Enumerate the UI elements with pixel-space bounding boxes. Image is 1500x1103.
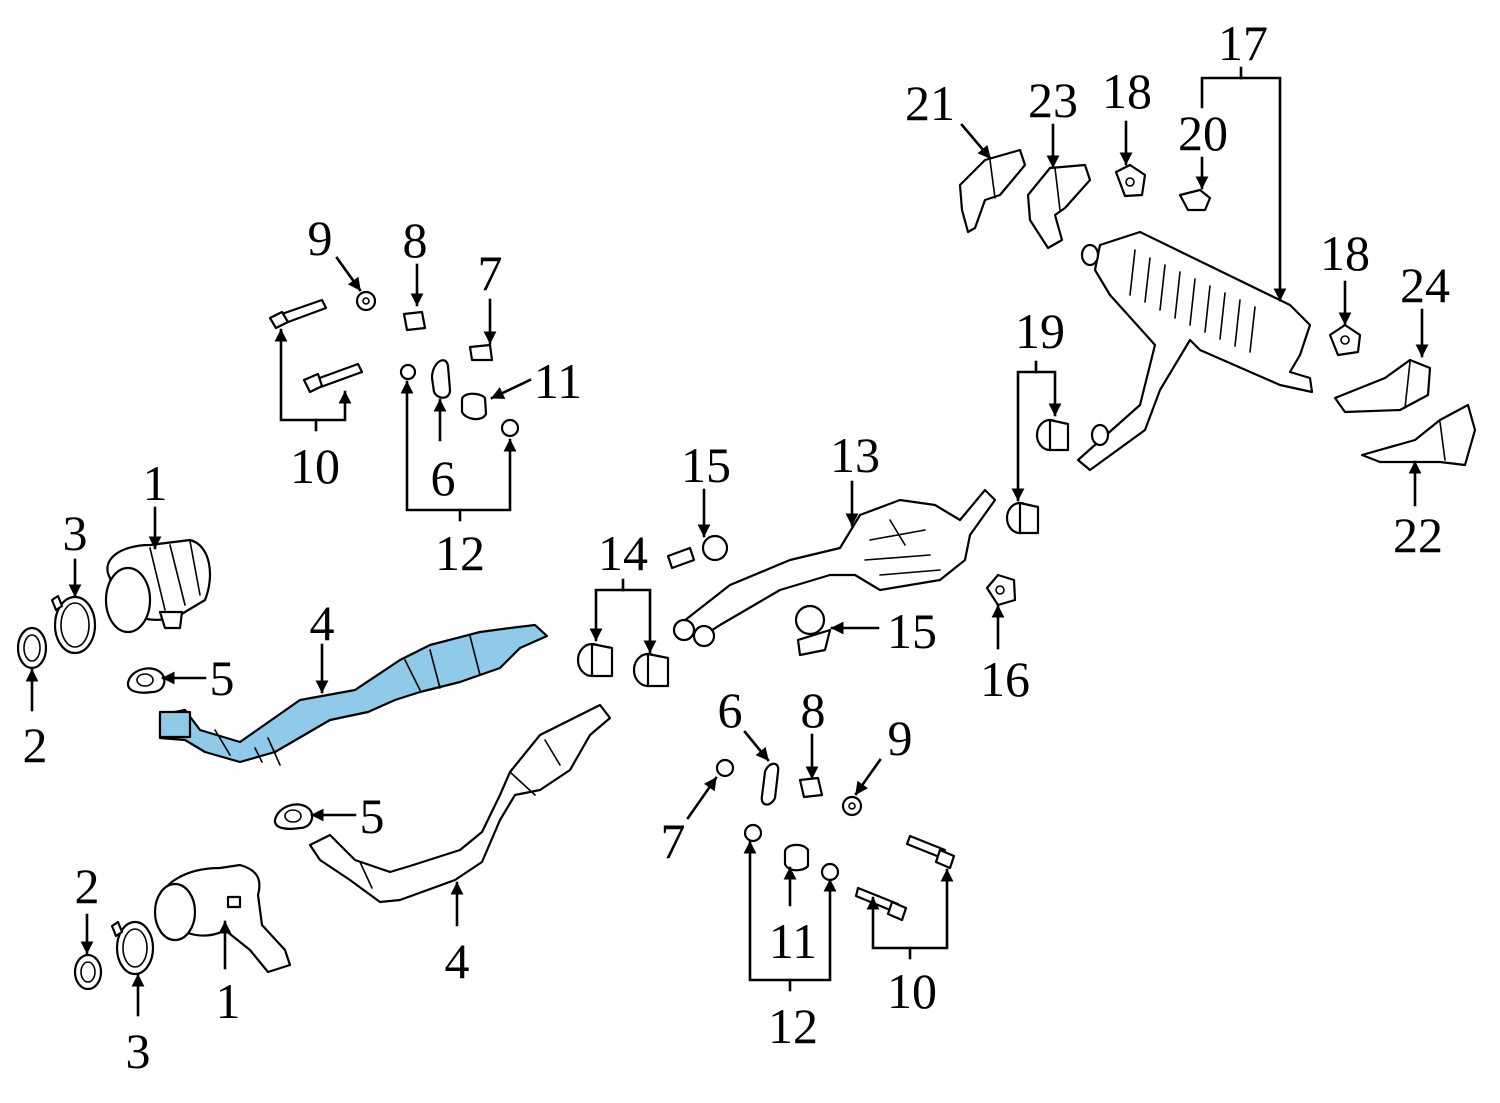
callout-15-upper: 15: [681, 437, 731, 493]
callout-9-lower: 9: [888, 710, 913, 766]
bracket-16[interactable]: [985, 573, 1017, 607]
hardware-upper[interactable]: [268, 290, 520, 438]
callout-13: 13: [830, 427, 880, 483]
front-pipe-lower[interactable]: [308, 703, 612, 904]
callout-12-upper: 12: [435, 525, 485, 581]
callout-11-lower: 11: [769, 913, 817, 969]
callout-9-upper: 9: [308, 210, 333, 266]
rear-muffler[interactable]: [1076, 230, 1314, 472]
callout-8-upper: 8: [403, 212, 428, 268]
callout-10-lower: 10: [887, 963, 937, 1019]
callout-2-lower: 2: [75, 858, 100, 914]
front-pipe-body: [158, 623, 549, 764]
callout-18-right: 18: [1320, 225, 1370, 281]
callout-16: 16: [980, 651, 1030, 707]
callout-12-lower: 12: [768, 998, 818, 1054]
callout-4-lower: 4: [445, 933, 470, 989]
callout-24: 24: [1400, 257, 1450, 313]
callout-6-upper: 6: [431, 450, 456, 506]
callout-22: 22: [1393, 507, 1443, 563]
callout-3-lower: 3: [126, 1023, 151, 1079]
gasket-ring-upper[interactable]: [16, 626, 48, 670]
callout-3-upper: 3: [63, 505, 88, 561]
tailpipe-tip-21[interactable]: [958, 148, 1027, 234]
callout-5-lower: 5: [360, 788, 385, 844]
callout-1-upper: 1: [143, 455, 168, 511]
clamp-pair[interactable]: [576, 642, 670, 688]
callout-18-upper: 18: [1102, 63, 1152, 119]
hanger-bracket-18a[interactable]: [1114, 163, 1147, 198]
callout-labels: 1 1 2 2 3 3 4 4 5 5 6 6 7 7 8 8 9 9 10 1…: [23, 15, 1451, 1079]
leader-lines: [25, 66, 1429, 1017]
callout-21: 21: [905, 75, 955, 131]
tailpipe-tip-22[interactable]: [1360, 403, 1477, 467]
hanger-bracket-18b[interactable]: [1328, 323, 1362, 357]
callout-20: 20: [1178, 105, 1228, 161]
clamp-19[interactable]: [1005, 418, 1070, 535]
clamp-upper[interactable]: [50, 594, 97, 655]
front-pipe-highlighted[interactable]: [158, 623, 549, 766]
converter-lower[interactable]: [153, 863, 292, 974]
hanger-upper[interactable]: [666, 534, 729, 570]
center-resonator[interactable]: [672, 488, 997, 648]
flange-gasket-lower[interactable]: [273, 803, 314, 830]
hanger-lower[interactable]: [794, 604, 832, 657]
callout-19: 19: [1015, 303, 1065, 359]
callout-11-upper: 11: [534, 353, 582, 409]
flange-gasket-upper[interactable]: [126, 667, 166, 694]
tailpipe-tip-23[interactable]: [1026, 163, 1092, 250]
converter-upper[interactable]: [104, 538, 212, 634]
hardware-lower[interactable]: [715, 758, 956, 922]
callout-15-lower: 15: [887, 603, 937, 659]
tailpipe-tip-24[interactable]: [1333, 358, 1432, 414]
callout-8-lower: 8: [801, 682, 826, 738]
callout-5-upper: 5: [210, 650, 235, 706]
callout-10-upper: 10: [290, 438, 340, 494]
callout-4-upper: 4: [310, 595, 335, 651]
callout-1-lower: 1: [216, 973, 241, 1029]
clamp-lower[interactable]: [110, 920, 155, 976]
callout-2-upper: 2: [23, 717, 48, 773]
gasket-ring-lower[interactable]: [73, 953, 103, 991]
callout-14: 14: [598, 525, 648, 581]
bracket-20[interactable]: [1178, 188, 1212, 212]
callout-6-lower: 6: [718, 682, 743, 738]
callout-7-lower: 7: [661, 813, 686, 869]
callout-7-upper: 7: [478, 245, 503, 301]
callout-23: 23: [1028, 72, 1078, 128]
callout-17: 17: [1218, 15, 1268, 71]
